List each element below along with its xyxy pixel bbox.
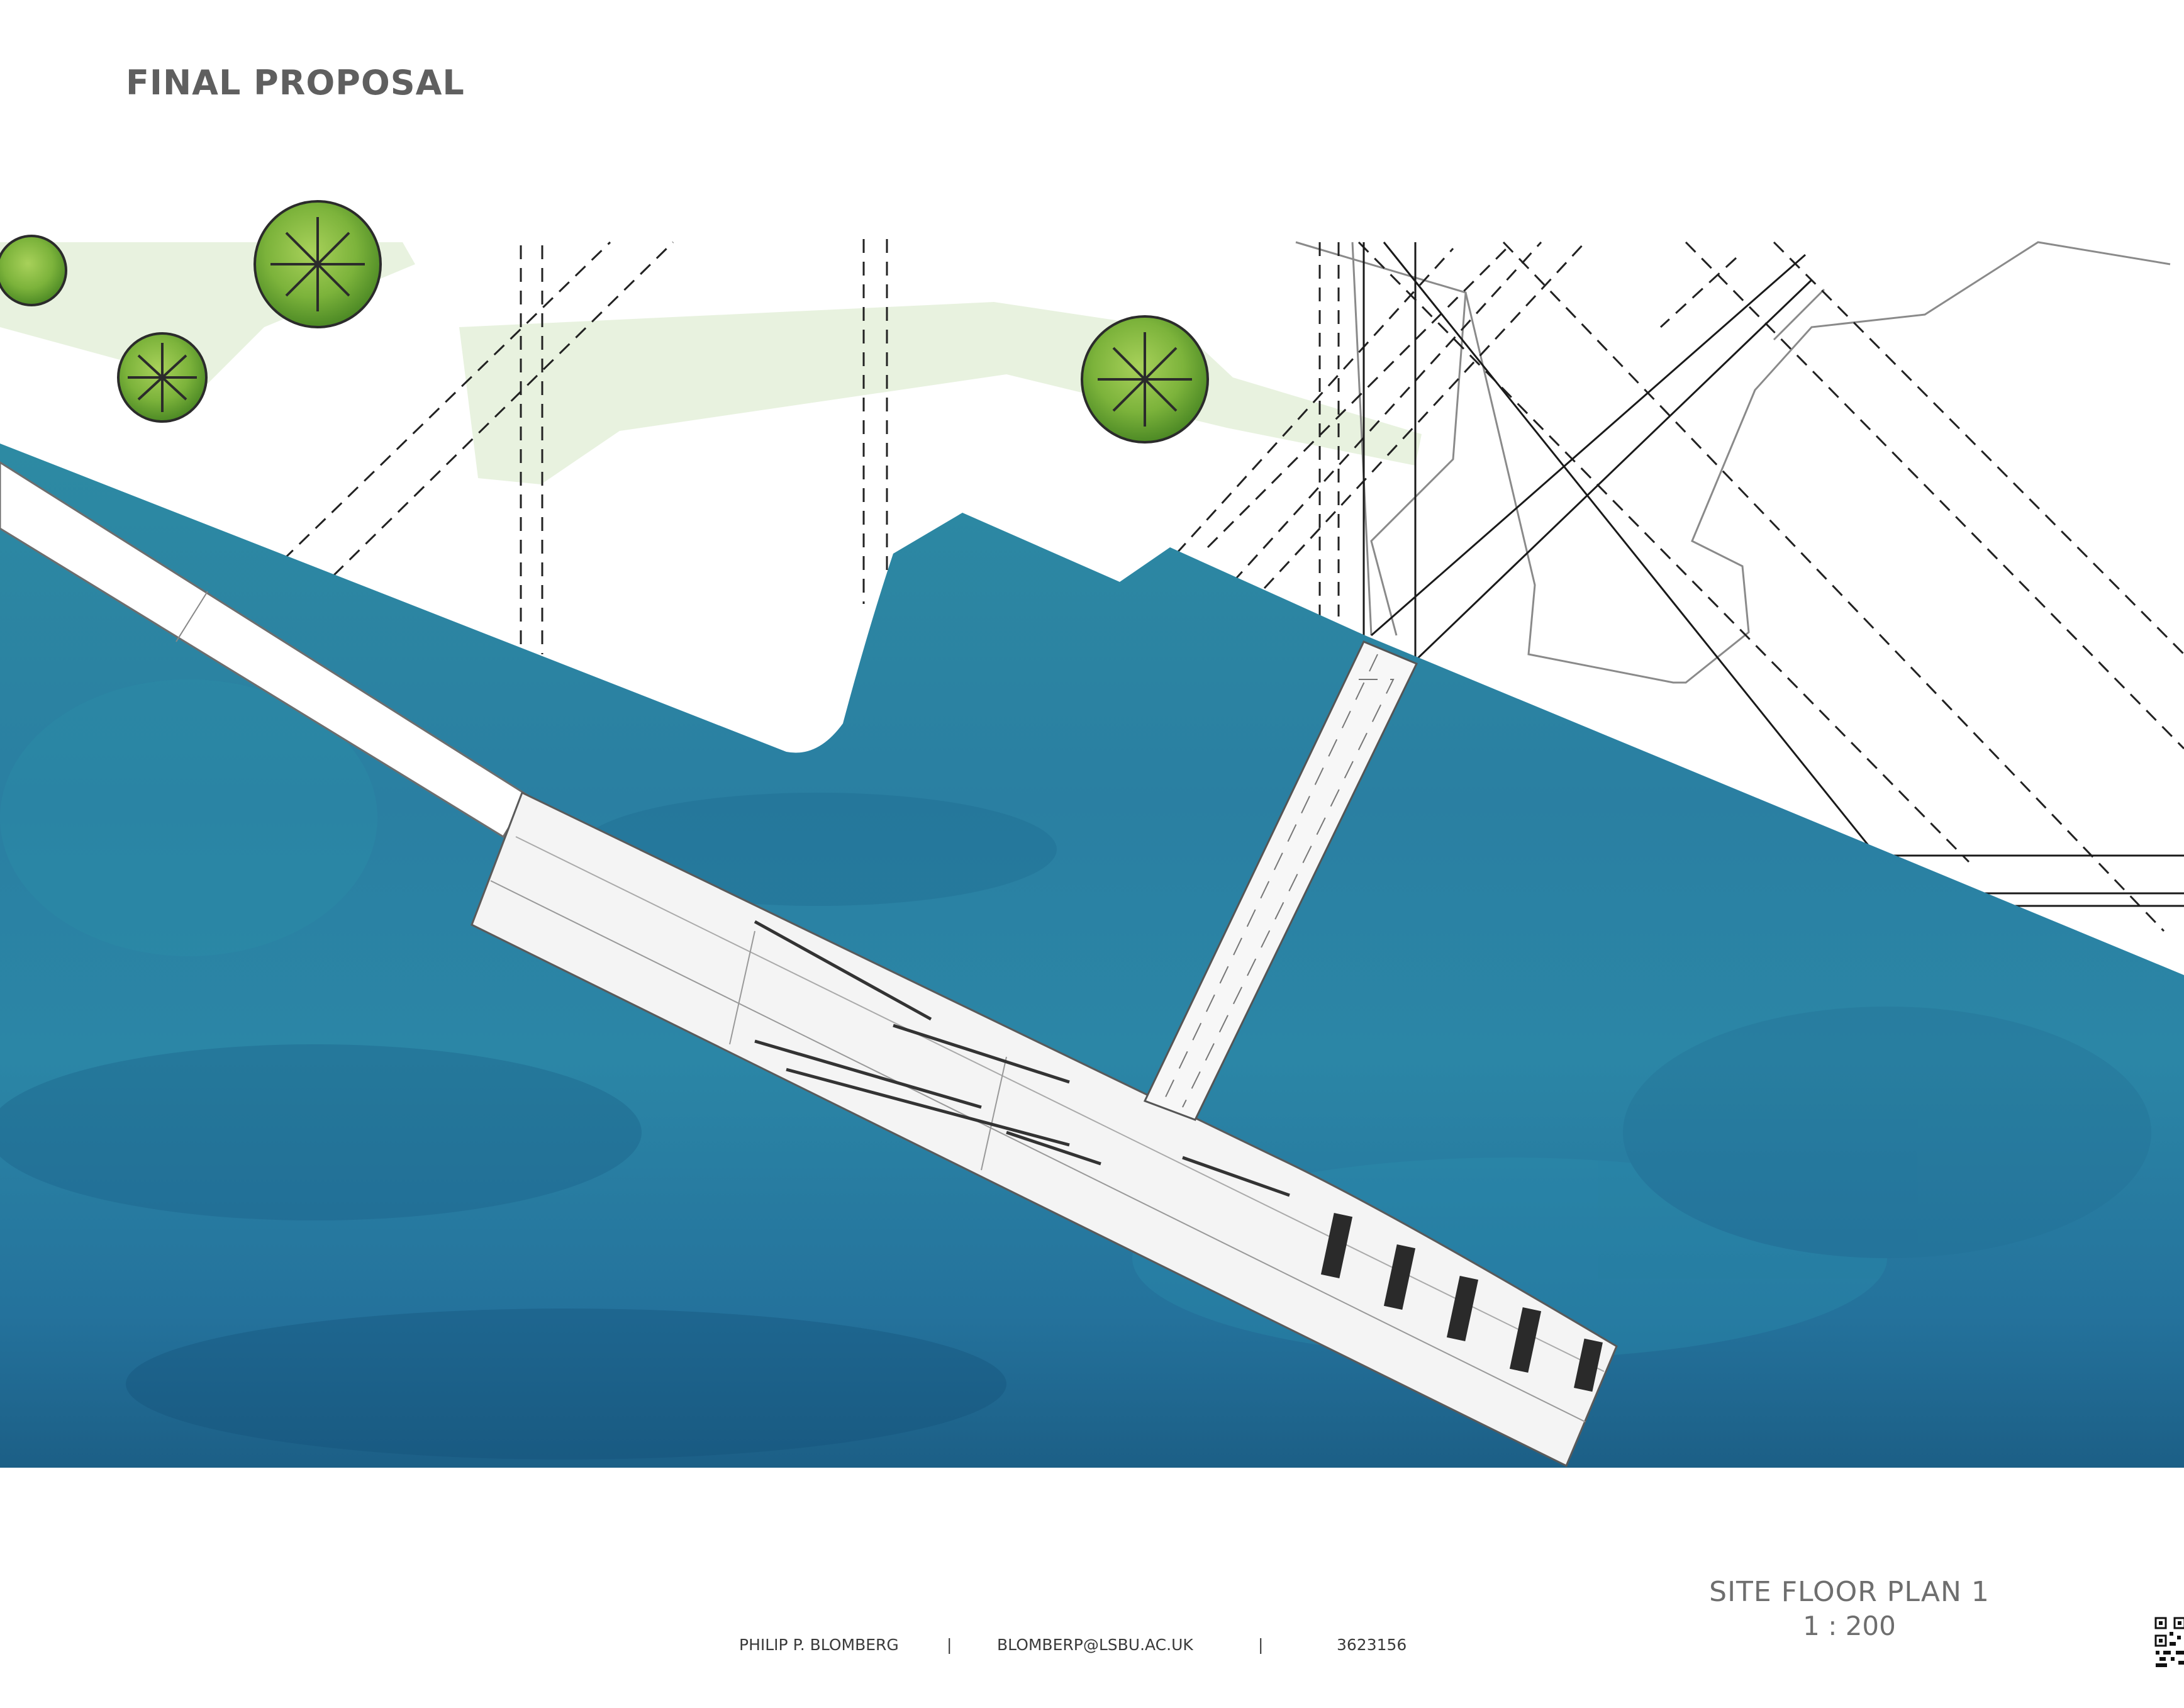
qr-code-icon [2154,1617,2184,1668]
green-path [0,242,1422,484]
drawing-scale: 1 : 200 [1803,1610,1896,1641]
footer-separator: | [947,1636,952,1654]
boundary-lines [1295,241,2171,684]
walkway [0,461,530,839]
bridge [1143,640,1418,1121]
tree-icon [0,200,1209,444]
author-name: PHILIP P. BLOMBERG [739,1636,899,1654]
footer: PHILIP P. BLOMBERG | BLOMBERP@LSBU.AC.UK… [0,1636,2184,1661]
author-email: BLOMBERP@LSBU.AC.UK [997,1636,1193,1654]
river-water [0,444,2184,1468]
dashed-lines [282,239,2184,932]
pier-deck [471,791,1618,1468]
pier-details [754,920,1290,1197]
student-id: 3623156 [1337,1636,1407,1654]
drawing-name: SITE FLOOR PLAN 1 [1709,1576,1990,1608]
footer-separator: | [1258,1636,1264,1654]
pier-benches [1320,1212,1603,1392]
sheet-title: FINAL PROPOSAL [126,63,465,103]
drawing-caption: SITE FLOOR PLAN 1 1 : 200 [1661,1576,2038,1641]
